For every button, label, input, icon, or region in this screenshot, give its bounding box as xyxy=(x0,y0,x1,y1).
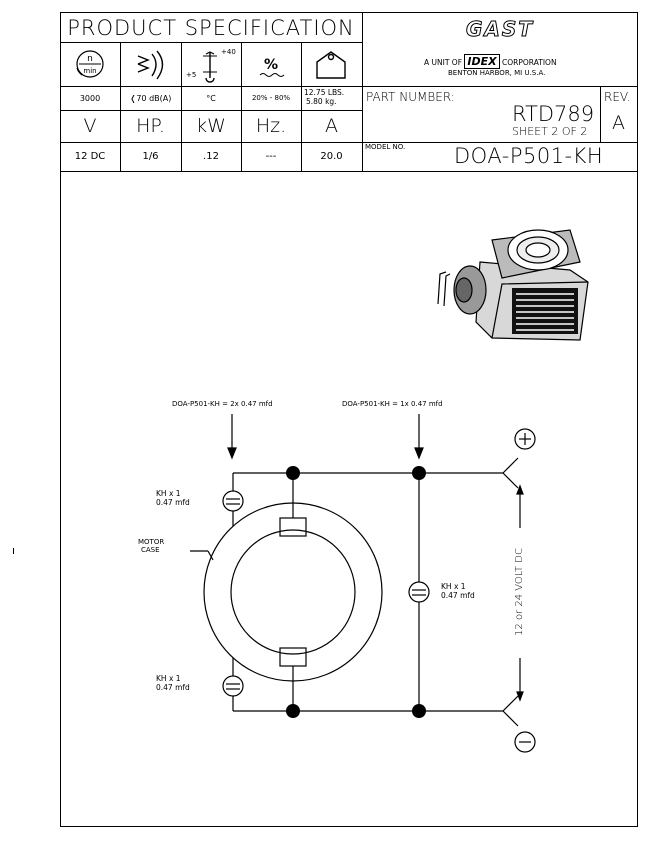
kw-value: .12 xyxy=(203,151,219,162)
model-label: MODEL NO. xyxy=(365,143,406,151)
wiring-schematic xyxy=(60,410,638,770)
svg-text:%: % xyxy=(264,57,278,73)
minus-terminal-icon: − xyxy=(519,737,520,738)
unit-volts: V xyxy=(83,115,97,137)
sheet-number: SHEET 2 OF 2 xyxy=(512,125,588,138)
humidity-value: 20% - 80% xyxy=(251,94,291,102)
weight-value: 12.75 LBS. 5.80 kg. xyxy=(304,88,345,106)
cap-right-label-2: 0.47 mfd xyxy=(441,591,475,600)
svg-text:+40: +40 xyxy=(221,48,236,56)
icon-row: n min +40 +5 % xyxy=(60,42,362,86)
rpm-value: 3000 xyxy=(79,93,101,103)
rule xyxy=(600,86,601,142)
part-number: RTD789 xyxy=(512,102,595,126)
cap-bottom-label-2: 0.47 mfd xyxy=(156,683,190,692)
unit-amps: A xyxy=(325,115,338,137)
drawing-sheet xyxy=(60,12,638,827)
rule xyxy=(60,86,638,87)
noise-value: ❬70 dB(A) xyxy=(129,93,172,103)
note-right: DOA-P501-KH = 1x 0.47 mfd xyxy=(342,400,443,408)
voltage-value: 12 DC xyxy=(74,151,106,162)
cap-right-label-1: KH x 1 xyxy=(441,582,466,591)
motor-case-label-2: CASE xyxy=(141,546,160,554)
rule xyxy=(60,142,362,143)
cap-top-label-2: 0.47 mfd xyxy=(156,498,190,507)
idex-logo: IDEX xyxy=(464,54,500,69)
rev-value: A xyxy=(612,112,625,134)
plus-terminal-icon: + xyxy=(519,434,520,435)
unit-hertz: Hz. xyxy=(255,115,287,137)
part-number-label: PART NUMBER: xyxy=(366,90,455,104)
noise-icon xyxy=(137,50,164,80)
temperature-icon: +40 +5 xyxy=(186,48,236,83)
rule xyxy=(120,42,121,171)
weight-icon xyxy=(316,51,346,79)
amps-value: 20.0 xyxy=(320,151,343,162)
cap-bottom-label-1: KH x 1 xyxy=(156,674,181,683)
rev-label: REV. xyxy=(604,90,631,104)
spec-header: PRODUCT SPECIFICATION xyxy=(67,16,355,40)
temperature-unit: °C xyxy=(206,93,216,103)
rule xyxy=(60,110,362,111)
rule xyxy=(362,12,363,171)
rpm-icon: n min xyxy=(76,50,104,78)
scan-mark xyxy=(13,548,14,554)
svg-text:min: min xyxy=(83,67,96,75)
svg-text:n: n xyxy=(87,54,93,64)
rule xyxy=(60,171,638,172)
gast-logo: GAST xyxy=(466,17,534,42)
unit-horsepower: HP. xyxy=(136,115,165,137)
model-number: DOA-P501-KH xyxy=(454,144,604,168)
svg-text:+5: +5 xyxy=(186,71,196,79)
cap-top-label-1: KH x 1 xyxy=(156,489,181,498)
note-left: DOA-P501-KH = 2x 0.47 mfd xyxy=(172,400,273,408)
unit-of-text: A UNIT OF IDEX CORPORATION xyxy=(424,54,557,69)
rule xyxy=(301,42,302,171)
motor-case-label-1: MOTOR xyxy=(138,538,165,546)
location-text: BENTON HARBOR, MI U.S.A. xyxy=(448,69,546,77)
hp-value: 1/6 xyxy=(142,151,159,162)
pump-illustration xyxy=(420,212,590,344)
unit-kilowatts: kW xyxy=(196,115,226,137)
rule xyxy=(241,42,242,171)
rule xyxy=(60,42,362,43)
voltage-label: 12 or 24 VOLT DC xyxy=(514,548,525,636)
rule xyxy=(181,42,182,171)
hz-value: --- xyxy=(265,151,277,162)
humidity-icon: % xyxy=(259,57,285,77)
rule xyxy=(362,142,638,143)
